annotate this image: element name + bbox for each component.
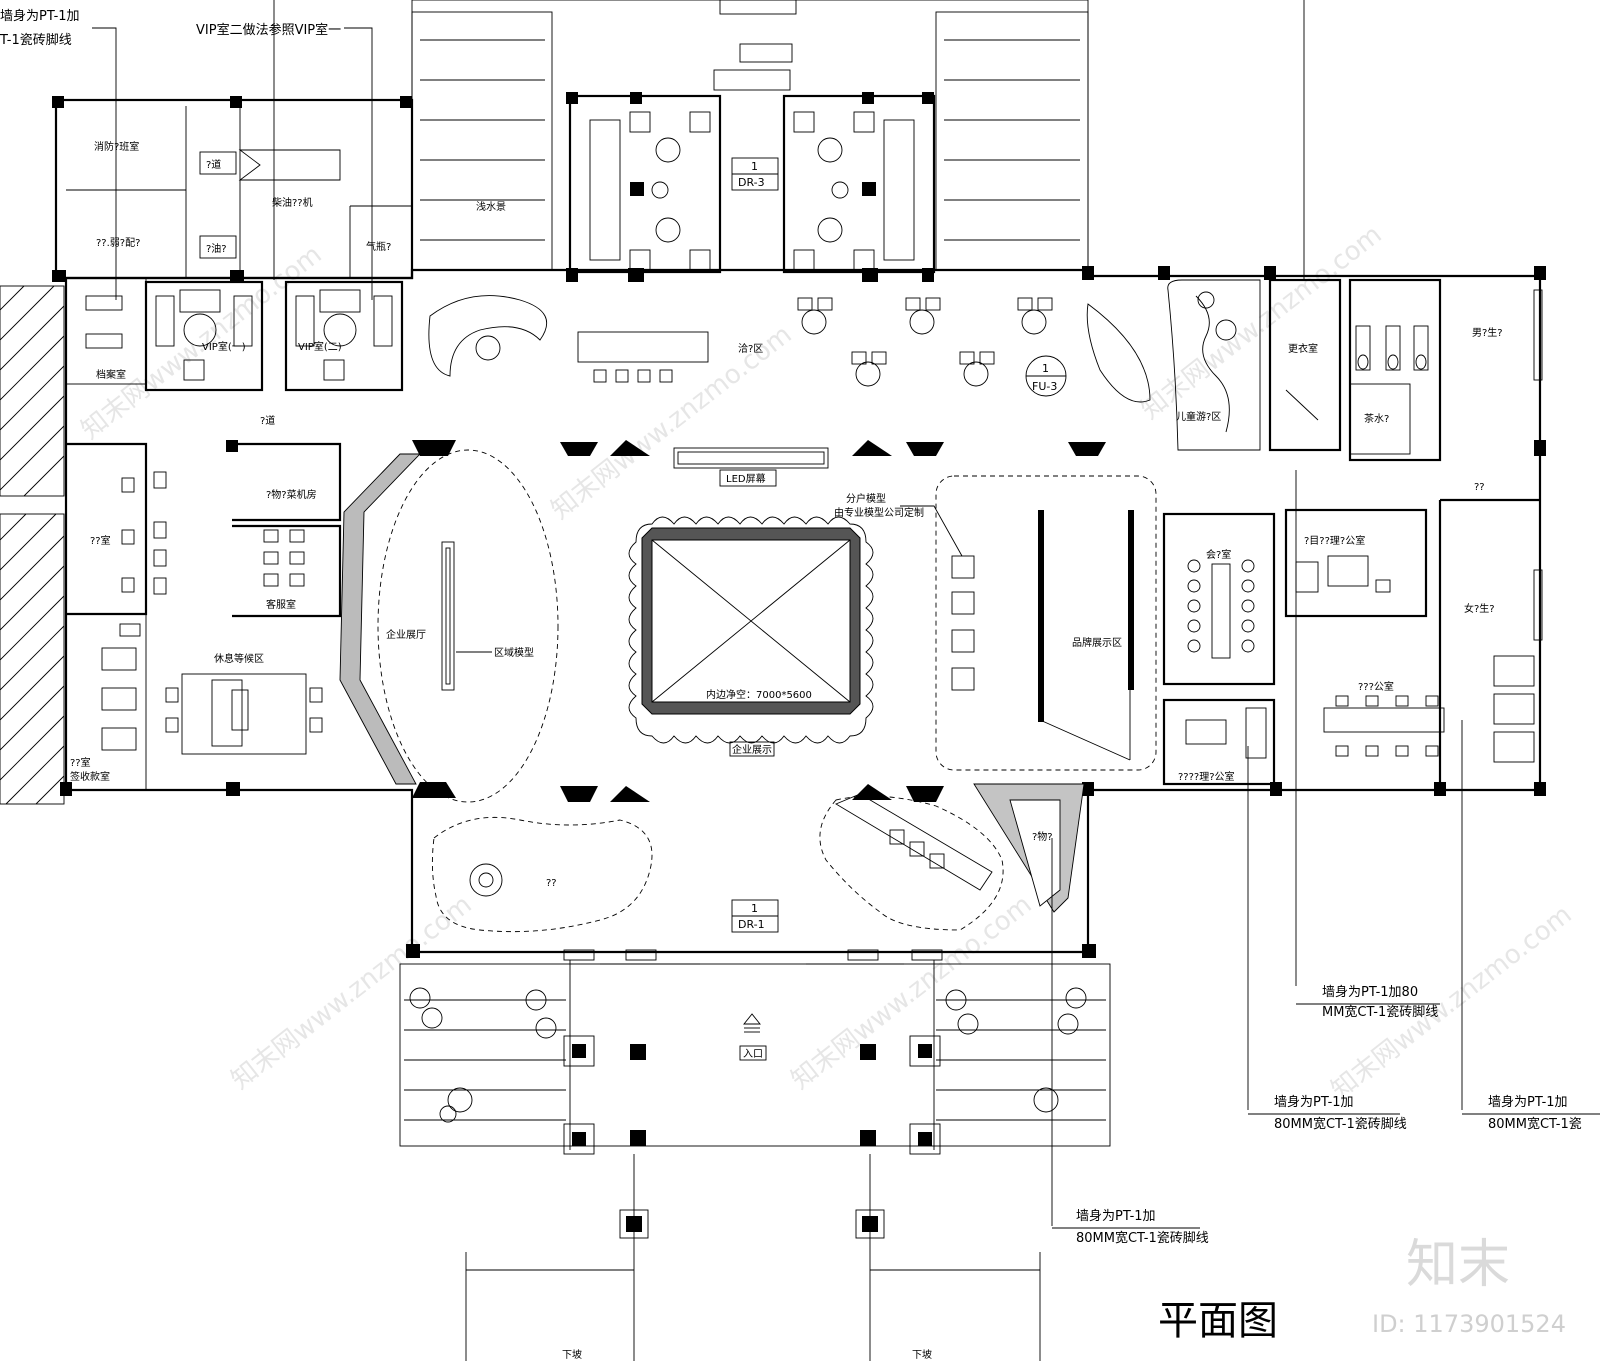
lobby: 洽?区 LED屏幕 — [428, 295, 1151, 487]
south-wing: ?? ?物? — [406, 783, 1096, 965]
note-wall-3-line1: 墙身为PT-1加 — [1488, 1094, 1568, 1110]
label-corridor: ?? — [1474, 482, 1485, 493]
entrance-terrace: 入口 — [399, 960, 1111, 1155]
model-note: 分户模型 由专业模型公司定制 — [834, 492, 963, 557]
note-wall-4-line2: 80MM宽CT-1瓷砖脚线 — [1076, 1230, 1209, 1246]
nw-service-block: 消防?班室 ?道 柴油??机 ?油? 气瓶? ??.弱?配? — [52, 96, 414, 282]
label-brand-display: 品牌展示区 — [1072, 636, 1122, 649]
watermark-id: ID: 1173901524 — [1372, 1310, 1566, 1338]
label-fire-room: 消防?班室 — [94, 140, 139, 153]
annotations: 墙身为PT-1加 T-1瓷砖脚线 VIP室二做法参照VIP室一 墙身为PT-1加… — [0, 0, 1600, 1246]
label-pond: ?? — [546, 878, 557, 889]
note-wall-1-line2: MM宽CT-1瓷砖脚线 — [1322, 1004, 1438, 1020]
label-female-wc: 女?生? — [1464, 602, 1495, 615]
corporate-hall: 企业展厅 区域模型 — [339, 440, 559, 803]
east-wing: 儿童游?区 更衣室 男?生? 茶水? ?? ?目??理?公室 — [1082, 266, 1546, 796]
tag-fu3: 1 FU-3 — [1025, 355, 1067, 397]
label-led-screen: LED屏幕 — [726, 472, 766, 485]
watermark-repeat: 知末网www.znzmo.com — [226, 890, 478, 1096]
label-discussion-area: 洽?区 — [738, 342, 763, 355]
tag-dr1-code: DR-1 — [738, 918, 765, 931]
label-down-ramp-2: 下坡 — [912, 1348, 932, 1361]
label-waterscape: 浅水景 — [476, 200, 506, 213]
label-tea-room: 茶水? — [1364, 412, 1389, 425]
label-guest-room: 客服室 — [266, 598, 296, 611]
watermark-repeat: 知末网www.znzmo.com — [786, 890, 1038, 1096]
watermark-repeat: 知末网www.znzmo.com — [1326, 900, 1578, 1106]
tag-dr1-number: 1 — [751, 902, 758, 915]
tag-dr3-number: 1 — [751, 160, 758, 173]
label-down-ramp-1: 下坡 — [562, 1348, 582, 1361]
note-model-2: 由专业模型公司定制 — [834, 506, 924, 519]
tag-fu3-code: FU-3 — [1032, 380, 1057, 393]
tag-dr3: 1 DR-3 — [731, 157, 779, 191]
label-corporate-hall: 企业展厅 — [386, 628, 426, 641]
label-model-size: 内边净空：7000*5600 — [706, 688, 812, 701]
label-project-office: ?目??理?公室 — [1304, 534, 1365, 547]
tag-fu3-number: 1 — [1042, 362, 1049, 375]
label-archive: 档案室 — [96, 368, 126, 381]
label-passage-2: ?道 — [260, 414, 275, 427]
sand-table-model: 内边净空：7000*5600 企业展示 — [628, 516, 874, 757]
waterscape-north: 浅水景 — [411, 0, 1089, 271]
label-kids-play-area: 儿童游?区 — [1176, 410, 1221, 423]
ramps: 下坡 下坡 — [465, 1154, 1041, 1361]
note-top-left-line1: 墙身为PT-1加 — [0, 8, 80, 24]
note-wall-1-line1: 墙身为PT-1加80 — [1322, 984, 1418, 1000]
tag-dr1: 1 DR-1 — [731, 899, 779, 933]
exterior-hatch-left — [0, 285, 65, 805]
label-cashier-room-2: 签收款室 — [70, 770, 110, 783]
label-open-office: ???公室 — [1358, 680, 1394, 693]
west-wing: 档案室 VIP室(一) VIP室(二) ?道 ?物?菜机房 客服室 — [60, 277, 404, 796]
note-wall-2-line2: 80MM宽CT-1瓷砖脚线 — [1274, 1116, 1407, 1132]
label-diesel-room: 柴油??机 — [272, 196, 313, 209]
label-manager-office: ????理?公室 — [1178, 770, 1235, 783]
label-corporate-display: 企业展示 — [732, 743, 772, 756]
note-top-left-line2: T-1瓷砖脚线 — [0, 32, 72, 48]
label-gas-room: 气瓶? — [366, 240, 391, 253]
watermark-brand: 知末 — [1406, 1235, 1510, 1295]
note-model-1: 分户模型 — [846, 492, 886, 505]
label-male-wc: 男?生? — [1472, 326, 1503, 339]
label-oil-room: ?油? — [206, 242, 227, 255]
label-vip-room-2: VIP室(二) — [298, 340, 342, 353]
label-finance-room: ??室 — [90, 534, 111, 547]
note-wall-4-line1: 墙身为PT-1加 — [1076, 1208, 1156, 1224]
drawing-title: 平面图 — [1158, 1298, 1278, 1344]
label-meeting-room: 会?室 — [1206, 548, 1231, 561]
label-power-room: ??.弱?配? — [96, 237, 140, 249]
tag-dr3-code: DR-3 — [738, 176, 765, 189]
label-entrance: 入口 — [743, 1049, 763, 1060]
label-vip-room-1: VIP室(一) — [202, 340, 246, 353]
brand-display: 品牌展示区 — [935, 475, 1157, 771]
label-property-room-2: ?物? — [1032, 830, 1053, 843]
north-lounges — [566, 92, 936, 282]
label-change-room: 更衣室 — [1288, 342, 1318, 355]
label-passage-1: ?道 — [206, 158, 221, 171]
label-region-model: 区域模型 — [494, 646, 534, 659]
label-cashier-room: ??室 — [70, 756, 91, 769]
label-rest-area: 休息等候区 — [214, 652, 264, 665]
note-wall-2-line1: 墙身为PT-1加 — [1274, 1094, 1354, 1110]
note-vip-reference: VIP室二做法参照VIP室一 — [196, 22, 341, 38]
label-property-room: ?物?菜机房 — [266, 488, 317, 501]
note-wall-3-line2: 80MM宽CT-1瓷 — [1488, 1116, 1582, 1132]
